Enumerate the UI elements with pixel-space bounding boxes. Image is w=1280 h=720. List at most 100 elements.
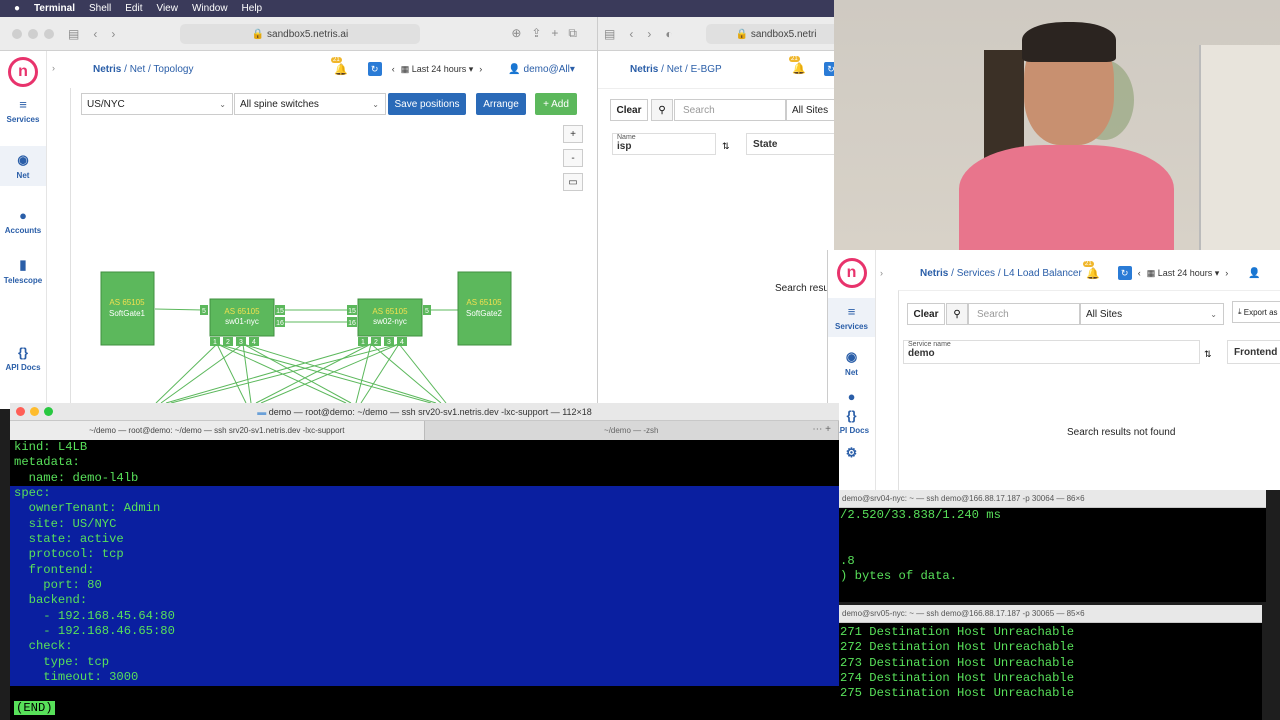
netris-logo[interactable]: n [8, 57, 38, 87]
clear-button[interactable]: Clear [610, 99, 648, 121]
close-icon[interactable] [16, 407, 25, 416]
sidebar-item-settings[interactable]: ⚙ [828, 445, 875, 461]
terminal-output[interactable]: kind: L4LB metadata: name: demo-l4lb spe… [10, 440, 839, 720]
sidebar-item-net[interactable]: ◉Net [828, 349, 875, 377]
window-controls[interactable] [16, 407, 53, 416]
window-controls[interactable] [12, 28, 54, 39]
menu-help[interactable]: Help [241, 3, 263, 14]
forward-icon[interactable]: › [647, 26, 652, 41]
search-input[interactable]: Search [674, 99, 786, 121]
sidebar-collapse-icon[interactable]: › [880, 268, 883, 278]
timerange-select[interactable]: ▦ Last 24 hours ▾ [400, 63, 474, 74]
breadcrumb-netris[interactable]: Netris [920, 268, 949, 279]
breadcrumb-net[interactable]: Net [666, 64, 683, 75]
sidebar-item-api-docs[interactable]: {}API Docs [0, 345, 46, 372]
notifications-bell-icon[interactable]: 🔔21 [1083, 260, 1100, 280]
node-sw01-nyc[interactable]: AS 65105 sw01-nyc [209, 298, 275, 337]
refresh-icon[interactable]: ↻ [1117, 266, 1132, 280]
prev-range-icon[interactable]: ‹ [1137, 268, 1141, 278]
chevron-down-icon: ⌄ [372, 99, 379, 109]
refresh-icon[interactable]: ↻ [824, 62, 834, 76]
url-bar[interactable]: 🔒 sandbox5.netris.ai [180, 24, 420, 44]
sidebar-item-telescope[interactable]: ▮Telescope [0, 257, 46, 285]
maximize-icon[interactable] [44, 407, 53, 416]
forward-icon[interactable]: › [111, 26, 116, 41]
prev-range-icon[interactable]: ‹ [391, 64, 395, 74]
svg-text:1: 1 [361, 339, 365, 346]
tab-ssh-srv20[interactable]: ~/demo — root@demo: ~/demo — ssh srv20-s… [10, 421, 425, 440]
breadcrumb-netris[interactable]: Netris [630, 64, 659, 75]
zoom-in-button[interactable]: + [563, 125, 583, 143]
sidebar-item-api-docs[interactable]: {}API Docs [828, 408, 875, 435]
add-button[interactable]: + Add [535, 93, 577, 115]
sidebar-item-accounts[interactable]: ●Accounts [0, 208, 46, 235]
timerange-select[interactable]: ▦ Last 24 hours ▾ [1146, 267, 1220, 278]
minimize-icon[interactable] [30, 407, 39, 416]
breadcrumb-net[interactable]: Net [129, 64, 146, 75]
breadcrumb-services[interactable]: Services [956, 268, 996, 279]
breadcrumb-l4lb: L4 Load Balancer [1003, 268, 1082, 279]
topology-graph: AS 65105 SoftGate1 AS 65105 sw01-nyc AS … [100, 271, 512, 409]
url-bar[interactable]: 🔒 sandbox5.netri [706, 24, 834, 44]
terminal-srv05[interactable]: demo@srv05-nyc: ~ — ssh demo@166.88.17.1… [838, 605, 1262, 720]
refresh-icon[interactable]: ↻ [367, 62, 382, 76]
node-sw02-nyc[interactable]: AS 65105 sw02-nyc [357, 298, 423, 337]
browser-toolbar-icons[interactable]: ⊕⇪+⧉ [511, 26, 587, 40]
next-range-icon[interactable]: › [1225, 268, 1229, 278]
terminal-title: demo@srv04-nyc: ~ — ssh demo@166.88.17.1… [838, 490, 1266, 508]
breadcrumb-netris[interactable]: Netris [93, 64, 122, 75]
terminal-srv04[interactable]: demo@srv04-nyc: ~ — ssh demo@166.88.17.1… [838, 490, 1266, 602]
new-tab-icon[interactable]: ⋯ + [812, 424, 831, 435]
export-button[interactable]: ⤓ Export as [1232, 301, 1280, 323]
presenter-shirt [959, 145, 1174, 250]
sites-select[interactable]: All Sites [786, 99, 834, 121]
back-icon[interactable]: ‹ [93, 26, 98, 41]
sort-icon[interactable]: ⇅ [1204, 349, 1212, 359]
sites-select[interactable]: All Sites⌄ [1080, 303, 1224, 325]
clear-button[interactable]: Clear [907, 303, 945, 325]
apple-menu-icon[interactable]: ● [14, 3, 21, 14]
node-softgate2[interactable]: AS 65105 SoftGate2 [457, 271, 512, 346]
zoom-out-button[interactable]: - [563, 149, 583, 167]
topology-panel: US/NYC⌄ All spine switches⌄ Save positio… [70, 88, 597, 409]
next-range-icon[interactable]: › [479, 64, 483, 74]
sidebar-item-net[interactable]: ◉Net [0, 146, 46, 186]
node-softgate1[interactable]: AS 65105 SoftGate1 [100, 271, 155, 346]
site-select[interactable]: US/NYC⌄ [81, 93, 233, 115]
sidebar-toggle-icon[interactable]: ▤ [604, 26, 616, 41]
sidebar-collapse-icon[interactable]: › [52, 63, 55, 73]
menu-app-terminal[interactable]: Terminal [34, 3, 75, 14]
spine-filter-select[interactable]: All spine switches⌄ [234, 93, 386, 115]
sidebar-item-services[interactable]: ≡Services [828, 298, 875, 337]
sidebar-item-accounts[interactable]: ● [828, 389, 875, 404]
sidebar-toggle-icon[interactable]: ▤ [68, 26, 80, 41]
fit-view-button[interactable]: ▭ [563, 173, 583, 191]
save-positions-button[interactable]: Save positions [388, 93, 466, 115]
notification-count: 21 [789, 56, 800, 62]
svg-text:AS 65105: AS 65105 [466, 298, 502, 307]
shield-icon[interactable]: ◐ [665, 26, 673, 41]
arrange-button[interactable]: Arrange [476, 93, 526, 115]
menu-edit[interactable]: Edit [125, 3, 143, 14]
notifications-bell-icon[interactable]: 🔔21 [789, 56, 806, 75]
user-menu[interactable]: 👤 demo@All▾ [508, 63, 575, 75]
back-icon[interactable]: ‹ [629, 26, 634, 41]
menu-view[interactable]: View [156, 3, 178, 14]
chart-icon: ▮ [19, 257, 27, 272]
sort-icon[interactable]: ⇅ [722, 141, 730, 151]
search-input[interactable]: Search [968, 303, 1080, 325]
menu-window[interactable]: Window [191, 3, 228, 14]
user-menu-icon[interactable]: 👤 [1248, 267, 1261, 279]
frontend-column-header[interactable]: Frontend [1227, 340, 1280, 364]
svg-text:AS 65105: AS 65105 [224, 307, 260, 316]
chevron-down-icon: ⌄ [1210, 309, 1217, 319]
sidebar-item-services[interactable]: ≡Services [0, 97, 46, 124]
menu-shell[interactable]: Shell [88, 3, 112, 14]
netris-logo[interactable]: n [836, 258, 867, 288]
notifications-bell-icon[interactable]: 🔔21 [331, 56, 348, 76]
tab-zsh[interactable]: ~/demo — -zsh [425, 421, 839, 440]
state-column-header[interactable]: State [746, 133, 834, 155]
folder-icon: ▬ [257, 406, 269, 417]
